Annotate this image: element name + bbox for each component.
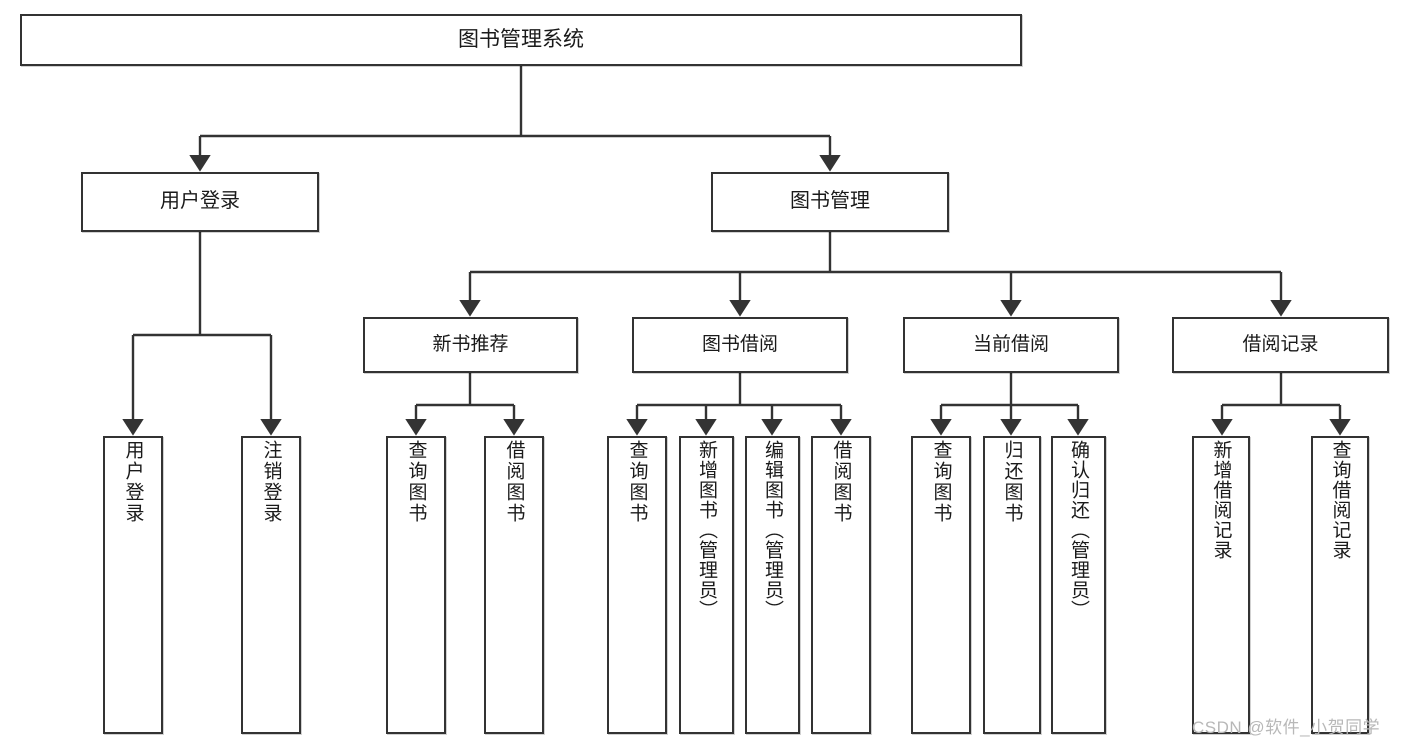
leaf-user-login-login-label: 用户登录	[122, 440, 144, 524]
leaf-borrow-record-query-label: 查询借阅记录	[1329, 440, 1351, 560]
leaf-borrow-record-add[interactable]: 新增借阅记录	[1192, 436, 1250, 734]
leaf-book-borrow-query[interactable]: 查询图书	[607, 436, 667, 734]
node-root[interactable]: 图书管理系统	[20, 14, 1022, 66]
node-current-borrow-label: 当前借阅	[972, 333, 1049, 355]
leaf-borrow-record-add-label: 新增借阅记录	[1210, 440, 1232, 560]
node-root-label: 图书管理系统	[458, 27, 584, 51]
leaf-new-book-borrow-label: 借阅图书	[503, 440, 525, 524]
node-borrow-record[interactable]: 借阅记录	[1172, 317, 1389, 373]
node-book-management-label: 图书管理	[790, 190, 870, 213]
leaf-current-borrow-query-label: 查询图书	[930, 440, 952, 524]
leaf-user-login-login[interactable]: 用户登录	[103, 436, 163, 734]
node-book-management[interactable]: 图书管理	[711, 172, 949, 232]
leaf-borrow-record-query[interactable]: 查询借阅记录	[1311, 436, 1369, 734]
node-book-borrow-label: 图书借阅	[701, 333, 778, 355]
leaf-new-book-borrow[interactable]: 借阅图书	[484, 436, 544, 734]
node-borrow-record-label: 借阅记录	[1242, 333, 1319, 355]
node-user-login[interactable]: 用户登录	[81, 172, 319, 232]
leaf-book-borrow-borrow[interactable]: 借阅图书	[811, 436, 871, 734]
leaf-current-borrow-return-label: 归还图书	[1001, 440, 1023, 524]
leaf-book-borrow-add[interactable]: 新增图书（管理员）	[679, 436, 734, 734]
leaf-book-borrow-edit[interactable]: 编辑图书（管理员）	[745, 436, 800, 734]
leaf-new-book-query[interactable]: 查询图书	[386, 436, 446, 734]
leaf-current-borrow-query[interactable]: 查询图书	[911, 436, 971, 734]
watermark: CSDN @软件_小贺同学	[1192, 718, 1381, 737]
node-current-borrow[interactable]: 当前借阅	[903, 317, 1119, 373]
node-book-borrow[interactable]: 图书借阅	[632, 317, 848, 373]
node-new-book-recommend[interactable]: 新书推荐	[363, 317, 578, 373]
leaf-book-borrow-borrow-label: 借阅图书	[830, 440, 852, 524]
node-user-login-label: 用户登录	[160, 190, 240, 213]
leaf-user-login-logout-label: 注销登录	[260, 440, 282, 524]
leaf-current-borrow-return[interactable]: 归还图书	[983, 436, 1041, 734]
leaf-new-book-query-label: 查询图书	[405, 440, 427, 524]
leaf-book-borrow-edit-label: 编辑图书（管理员）	[762, 440, 783, 620]
leaf-user-login-logout[interactable]: 注销登录	[241, 436, 301, 734]
leaf-book-borrow-query-label: 查询图书	[626, 440, 648, 524]
leaf-book-borrow-add-label: 新增图书（管理员）	[696, 440, 717, 620]
leaf-current-borrow-confirm[interactable]: 确认归还（管理员）	[1051, 436, 1106, 734]
leaf-current-borrow-confirm-label: 确认归还（管理员）	[1068, 440, 1089, 620]
node-new-book-recommend-label: 新书推荐	[432, 333, 509, 355]
